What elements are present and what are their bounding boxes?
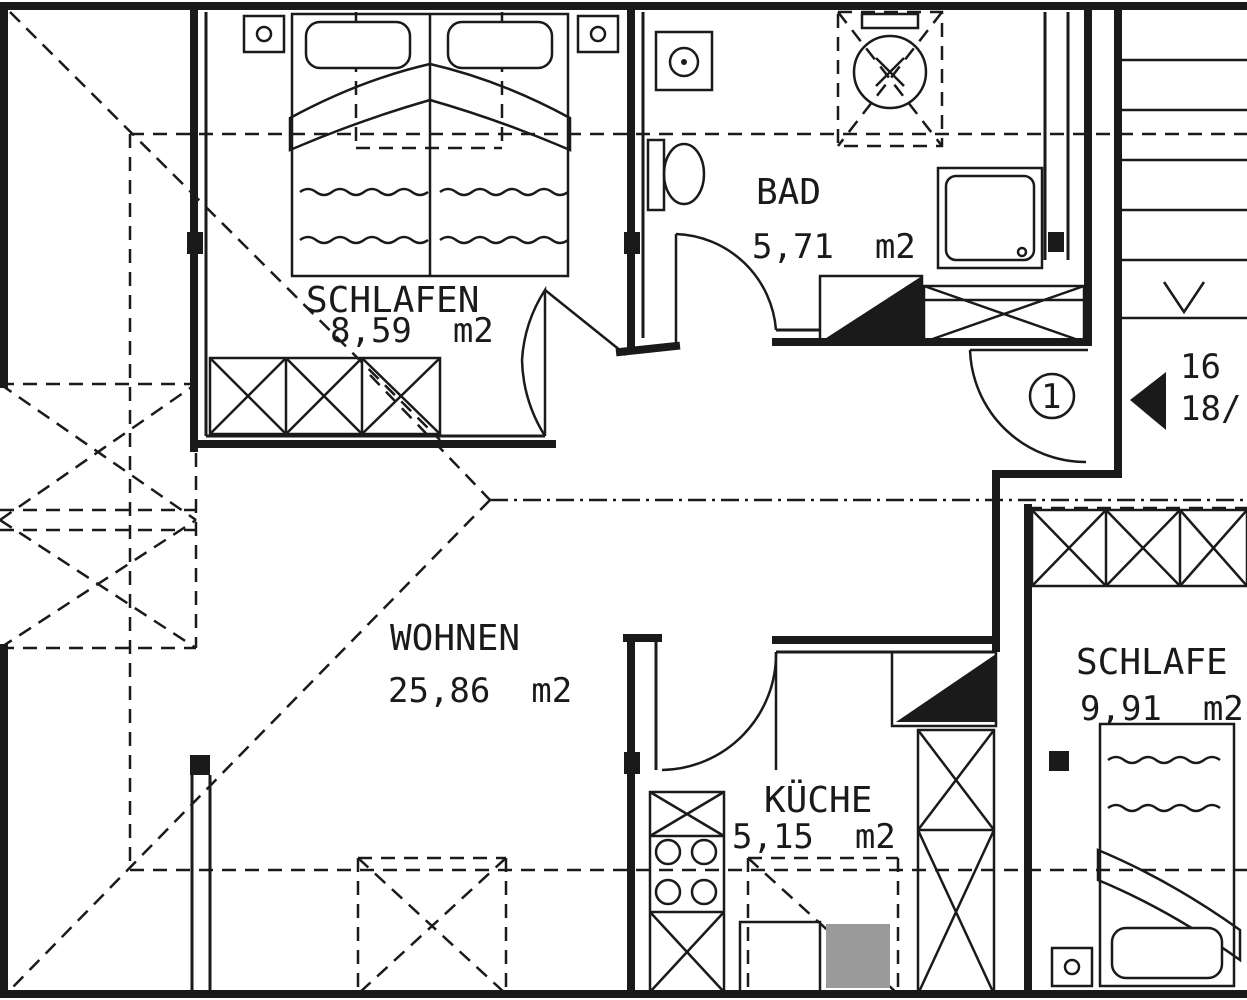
- door-bad: [674, 232, 778, 346]
- kitchen-units: [648, 650, 998, 996]
- door-stair: [968, 348, 1088, 464]
- room-area-kueche: 5,15 m2: [732, 817, 896, 857]
- stair-marker: 1: [1041, 377, 1061, 417]
- double-bed: [288, 12, 572, 278]
- stair-steps: 16: [1180, 347, 1221, 387]
- wardrobe-1: [208, 356, 442, 436]
- bath-fixtures: [646, 12, 1086, 344]
- room-area-bad: 5,71 m2: [752, 227, 916, 267]
- nightstands: [242, 14, 620, 54]
- room-area-schlafen-2: 9,91 m2: [1080, 689, 1244, 729]
- room-area-wohnen: 25,86 m2: [388, 671, 572, 711]
- room-area-schlafen-1: 8,59 m2: [330, 311, 494, 351]
- room-name-kueche: KÜCHE: [764, 779, 872, 821]
- door-kitchen: [661, 651, 778, 772]
- room-name-bad: BAD: [756, 172, 821, 213]
- staircase: [1120, 58, 1247, 430]
- room-name-wohnen: WOHNEN: [390, 618, 520, 659]
- door-bedroom-1: [520, 285, 627, 437]
- bed-2: [1050, 722, 1242, 988]
- room-name-schlafen-2: SCHLAFE: [1076, 642, 1228, 683]
- roof-lines: [0, 10, 1247, 995]
- wardrobe-2: [1030, 508, 1247, 588]
- stair-ratio: 18/: [1180, 389, 1241, 429]
- room-name-schlafen-1: SCHLAFEN: [306, 280, 479, 321]
